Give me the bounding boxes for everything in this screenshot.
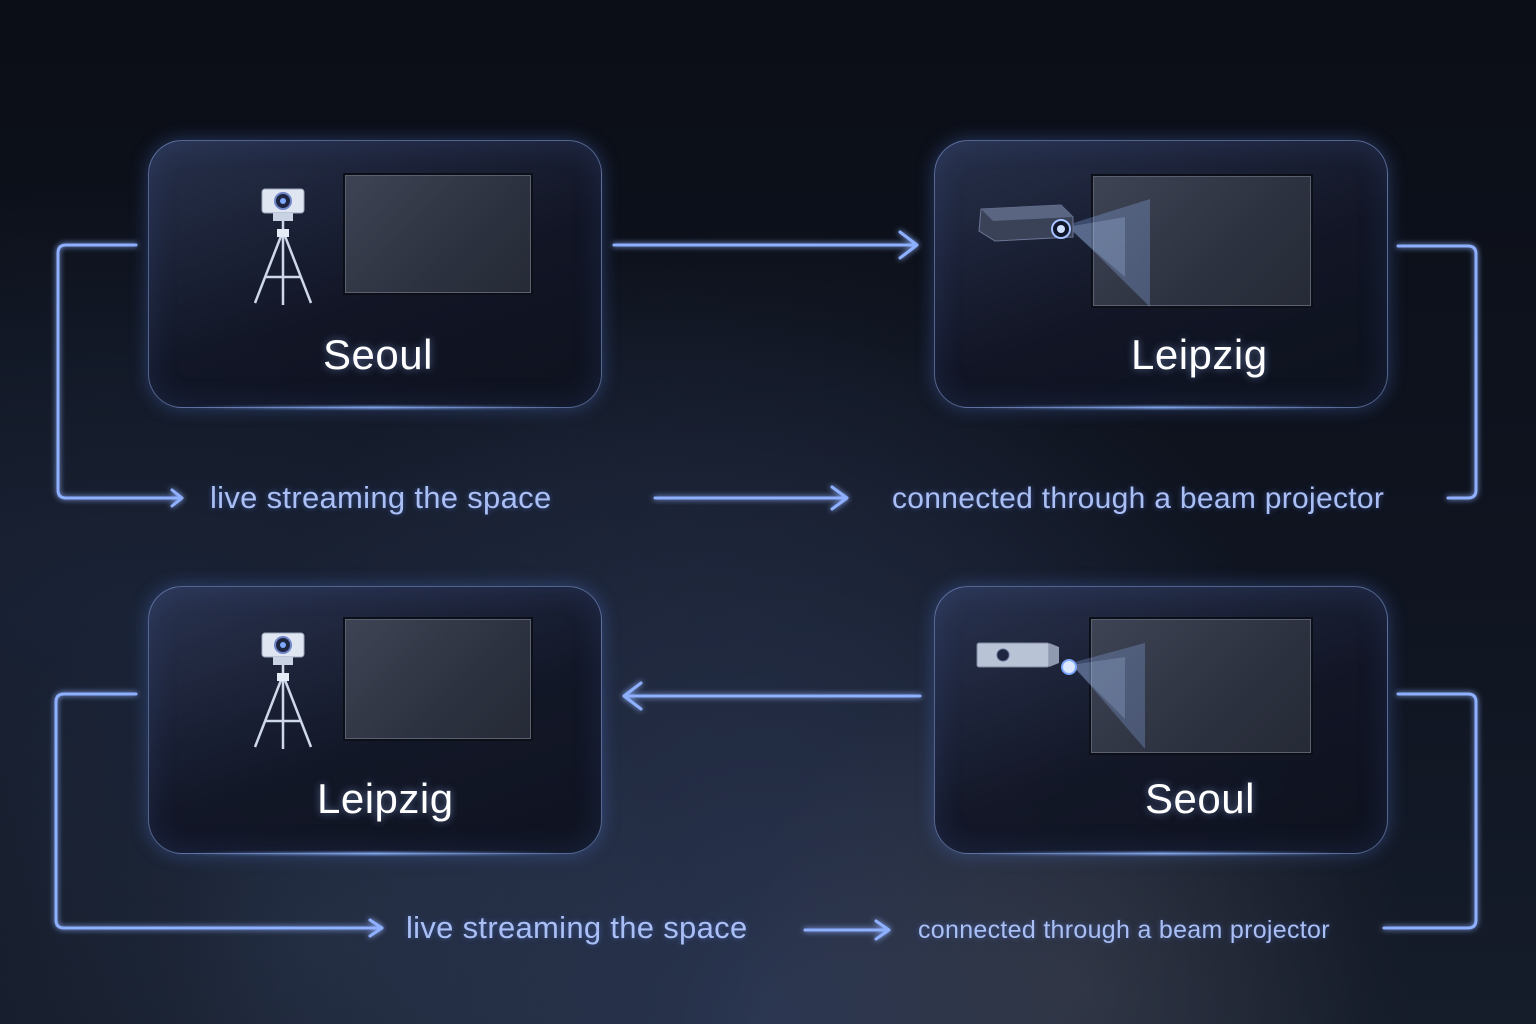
panel-leipzig-projector: Leipzig (934, 140, 1388, 409)
loop-right-row1 (1396, 244, 1478, 500)
arrow-caption-row2 (803, 919, 891, 941)
loop-right-row2 (1382, 692, 1478, 930)
city-label: Seoul (323, 331, 433, 378)
caption-live-streaming: live streaming the space (210, 480, 552, 515)
city-label: Leipzig (1131, 331, 1268, 378)
loop-left-row1 (56, 243, 184, 508)
arrow-seoul-to-leipzig-row2 (622, 681, 922, 711)
panel-glow (975, 406, 1347, 409)
city-label: Leipzig (317, 775, 454, 822)
arrow-caption-row1 (653, 485, 849, 511)
city-label: Seoul (1145, 775, 1255, 822)
panel-glow (189, 406, 561, 409)
caption-beam-projector: connected through a beam projector (892, 482, 1385, 515)
screen (1089, 617, 1313, 755)
panel-seoul-camera: Seoul (148, 140, 602, 409)
loop-left-row2 (54, 692, 384, 938)
panel-glow (189, 852, 561, 855)
screen (343, 173, 533, 295)
screen (1091, 174, 1313, 308)
camera-tripod-icon (253, 188, 313, 305)
camera-tripod-icon (253, 632, 313, 749)
arrow-seoul-to-leipzig (612, 230, 919, 260)
panel-glow (975, 852, 1347, 855)
caption-live-streaming: live streaming the space (406, 910, 748, 945)
caption-beam-projector: connected through a beam projector (918, 916, 1330, 944)
panel-leipzig-camera: Leipzig (148, 586, 602, 855)
screen (343, 617, 533, 741)
projector-icon (976, 642, 1145, 749)
panel-seoul-projector: Seoul (934, 586, 1388, 855)
projector-icon (978, 199, 1150, 307)
